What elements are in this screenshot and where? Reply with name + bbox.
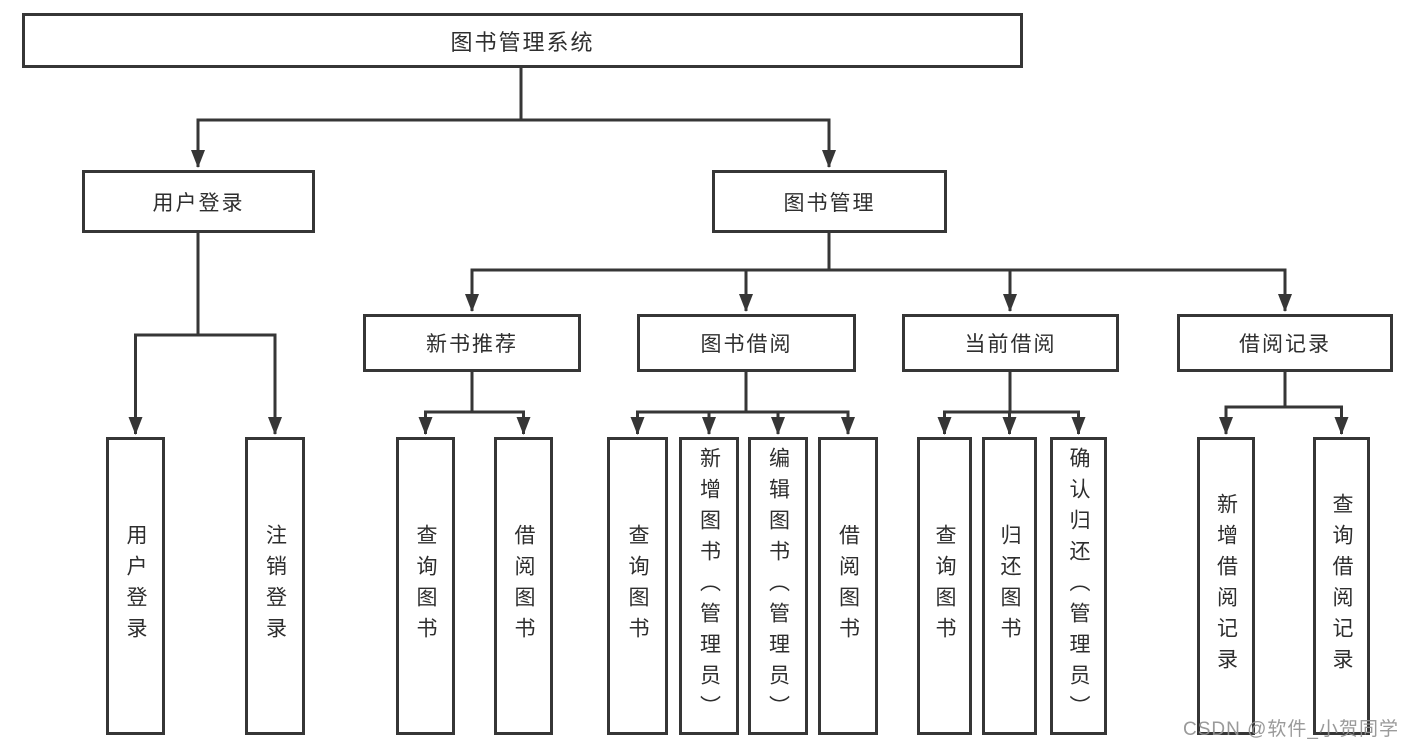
- node-label: 查询借阅记录: [1330, 493, 1353, 679]
- node-label: 借阅图书: [512, 524, 535, 648]
- leaf-edit-books-admin: 编辑图书（管理员）: [748, 437, 808, 735]
- leaf-logout: 注销登录: [245, 437, 305, 735]
- node-label: 图书管理系统: [450, 29, 595, 55]
- node-book-borrow: 图书借阅: [637, 314, 856, 372]
- node-book-management: 图书管理: [712, 170, 947, 233]
- node-label: 新书推荐: [426, 333, 518, 356]
- node-borrow-records: 借阅记录: [1177, 314, 1393, 372]
- node-root-library-system: 图书管理系统: [22, 13, 1023, 68]
- leaf-query-borrow-record: 查询借阅记录: [1313, 437, 1370, 735]
- node-label: 确认归还（管理员）: [1067, 446, 1090, 726]
- node-user-login: 用户登录: [82, 170, 315, 233]
- leaf-confirm-return-admin: 确认归还（管理员）: [1050, 437, 1107, 735]
- node-label: 借阅图书: [836, 524, 860, 648]
- node-label: 查询图书: [414, 524, 437, 648]
- node-label: 图书管理: [783, 191, 876, 215]
- node-label: 查询图书: [626, 524, 649, 648]
- node-label: 编辑图书（管理员）: [766, 446, 790, 726]
- node-label: 用户登录: [124, 524, 147, 648]
- leaf-add-books-admin: 新增图书（管理员）: [679, 437, 739, 735]
- node-label: 查询图书: [933, 524, 956, 648]
- leaf-user-login: 用户登录: [106, 437, 165, 735]
- node-current-borrow: 当前借阅: [902, 314, 1119, 372]
- leaf-borrow-books-1: 借阅图书: [494, 437, 553, 735]
- leaf-query-books-1: 查询图书: [396, 437, 455, 735]
- node-label: 借阅记录: [1239, 333, 1331, 356]
- node-label: 归还图书: [998, 524, 1021, 648]
- node-new-book-recommend: 新书推荐: [363, 314, 581, 372]
- leaf-query-books-2: 查询图书: [607, 437, 668, 735]
- leaf-add-borrow-record: 新增借阅记录: [1197, 437, 1255, 735]
- node-label: 注销登录: [263, 524, 287, 648]
- leaf-borrow-books-2: 借阅图书: [818, 437, 878, 735]
- node-label: 图书借阅: [700, 333, 793, 356]
- csdn-watermark: CSDN @软件_小贺同学: [1183, 719, 1399, 740]
- node-label: 新增图书（管理员）: [697, 446, 721, 726]
- node-label: 用户登录: [152, 191, 245, 215]
- leaf-return-books: 归还图书: [982, 437, 1037, 735]
- leaf-query-books-3: 查询图书: [917, 437, 972, 735]
- node-label: 当前借阅: [964, 333, 1057, 356]
- node-label: 新增借阅记录: [1214, 493, 1238, 679]
